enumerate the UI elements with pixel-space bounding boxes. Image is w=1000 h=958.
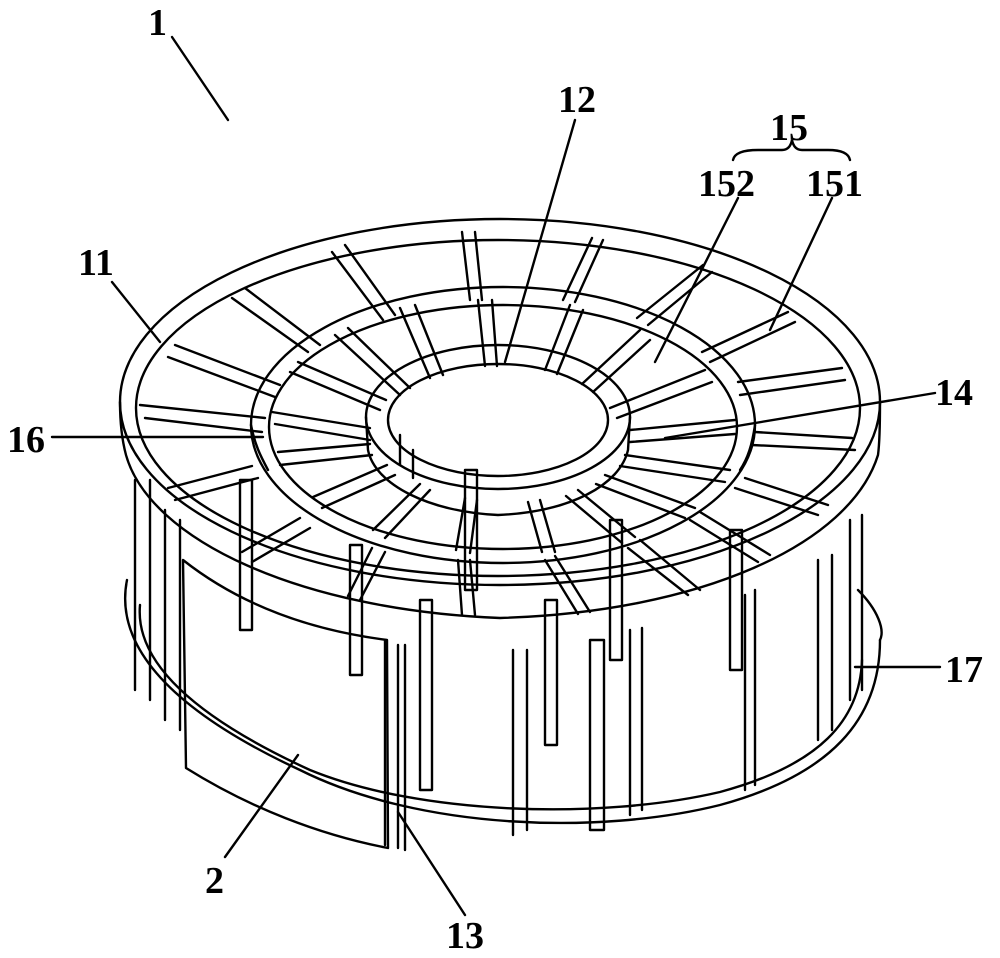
outer-spokes xyxy=(138,230,857,617)
label-151: 151 xyxy=(806,163,863,205)
leader-lines xyxy=(50,35,942,917)
outer-ring xyxy=(118,217,882,620)
label-2: 2 xyxy=(205,860,224,902)
label-13: 13 xyxy=(446,915,484,957)
vertical-blades xyxy=(133,468,864,852)
label-11: 11 xyxy=(78,242,114,284)
label-12: 12 xyxy=(558,79,596,121)
label-14: 14 xyxy=(935,372,973,414)
reference-labels: 1 12 15 152 151 11 14 16 17 2 13 xyxy=(7,2,983,957)
label-1: 1 xyxy=(148,2,167,44)
hub-ring xyxy=(364,343,632,517)
label-16: 16 xyxy=(7,419,45,461)
side-panel xyxy=(181,558,390,850)
label-15: 15 xyxy=(770,107,808,149)
label-17: 17 xyxy=(945,649,983,691)
bottom-ring xyxy=(123,578,883,825)
inner-spokes xyxy=(270,298,737,555)
label-152: 152 xyxy=(698,163,755,205)
